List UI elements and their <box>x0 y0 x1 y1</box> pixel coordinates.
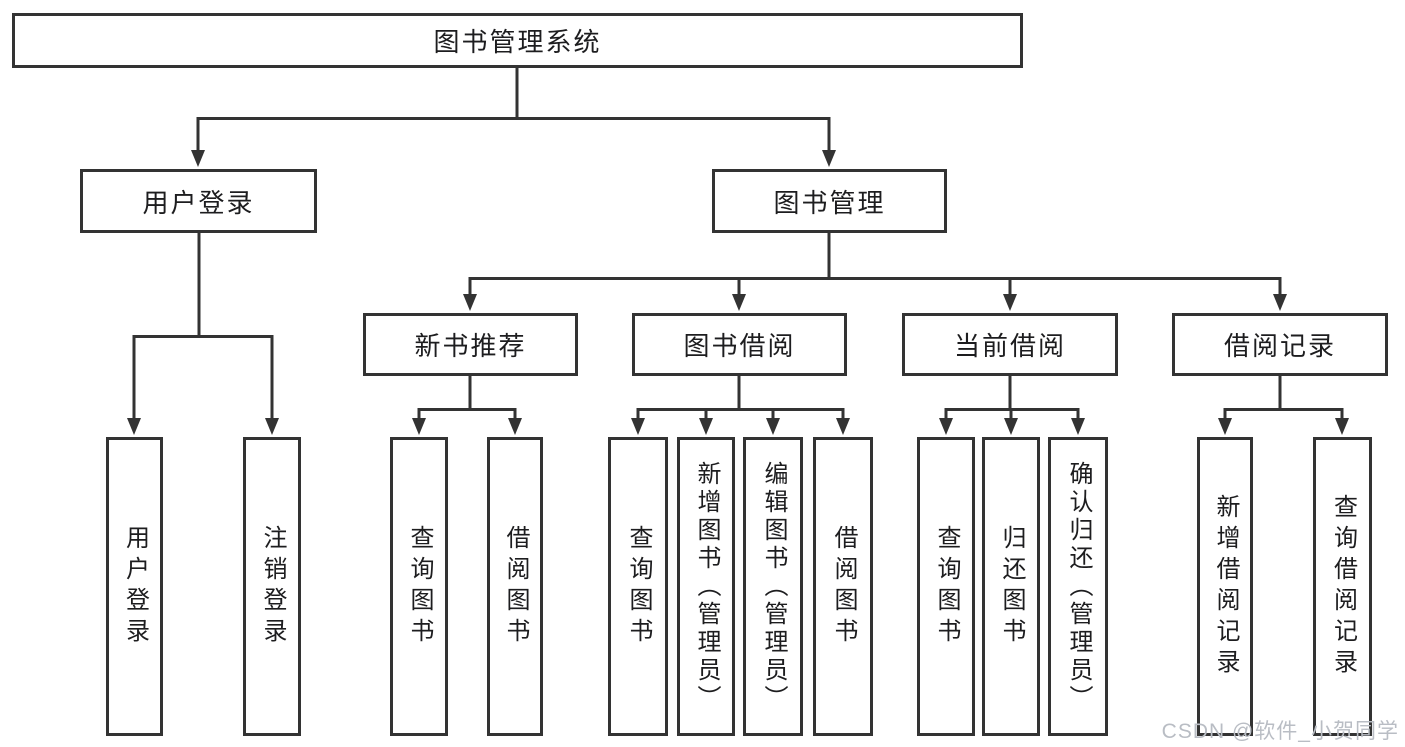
leaf-borrow-books-recommend: 借阅图书 <box>487 437 543 736</box>
node-label: 图书管理系统 <box>433 27 602 57</box>
connector-new-book-children <box>412 376 522 435</box>
node-borrowing-records: 借阅记录 <box>1172 313 1388 376</box>
node-new-book-recommendation: 新书推荐 <box>363 313 578 376</box>
leaf-query-books-recommend: 查询图书 <box>390 437 448 736</box>
node-label: 用户登录 <box>142 187 255 218</box>
leaf-label: 查询借阅记录 <box>1329 493 1357 680</box>
node-label: 借阅记录 <box>1223 331 1336 361</box>
node-user-login: 用户登录 <box>80 169 317 233</box>
leaf-add-borrow-record: 新增借阅记录 <box>1197 437 1253 736</box>
leaf-label: 查询图书 <box>406 524 433 649</box>
leaf-label: 注销登录 <box>259 524 286 649</box>
csdn-watermark: CSDN @软件_小贺同学 <box>1161 720 1399 743</box>
leaf-label: 新增图书（管理员） <box>693 460 720 713</box>
leaf-user-login: 用户登录 <box>106 437 163 736</box>
leaf-query-books-borrowing: 查询图书 <box>608 437 668 736</box>
leaf-confirm-return-admin: 确认归还（管理员） <box>1048 437 1108 736</box>
leaf-return-books: 归还图书 <box>982 437 1040 736</box>
leaf-label: 查询图书 <box>625 524 652 649</box>
leaf-borrow-books: 借阅图书 <box>813 437 873 736</box>
leaf-label: 借阅图书 <box>830 524 857 649</box>
leaf-label: 用户登录 <box>121 524 149 649</box>
leaf-label: 归还图书 <box>998 524 1025 649</box>
leaf-label: 借阅图书 <box>502 524 529 649</box>
leaf-query-borrow-record: 查询借阅记录 <box>1313 437 1372 736</box>
leaf-label: 查询图书 <box>933 524 960 649</box>
connector-user-login-children <box>127 233 279 435</box>
connector-current-borrowing-children <box>939 376 1085 435</box>
leaf-label: 新增借阅记录 <box>1212 493 1239 680</box>
node-label: 图书管理 <box>773 187 886 218</box>
connector-book-management-children <box>463 233 1287 311</box>
leaf-label: 确认归还（管理员） <box>1065 460 1092 713</box>
connector-root-to-level2 <box>191 68 836 167</box>
leaf-query-books-current: 查询图书 <box>917 437 975 736</box>
leaf-logout: 注销登录 <box>243 437 301 736</box>
node-current-borrowing: 当前借阅 <box>902 313 1118 376</box>
leaf-label: 编辑图书（管理员） <box>760 460 787 713</box>
node-label: 新书推荐 <box>414 331 527 361</box>
connector-borrowing-records-children <box>1218 376 1349 435</box>
node-book-borrowing: 图书借阅 <box>632 313 847 376</box>
connector-book-borrowing-children <box>631 376 850 435</box>
node-label: 当前借阅 <box>953 331 1066 361</box>
node-book-management: 图书管理 <box>712 169 947 233</box>
leaf-edit-books-admin: 编辑图书（管理员） <box>743 437 803 736</box>
node-label: 图书借阅 <box>683 331 796 361</box>
leaf-add-books-admin: 新增图书（管理员） <box>677 437 735 736</box>
node-library-management-system: 图书管理系统 <box>12 13 1023 68</box>
